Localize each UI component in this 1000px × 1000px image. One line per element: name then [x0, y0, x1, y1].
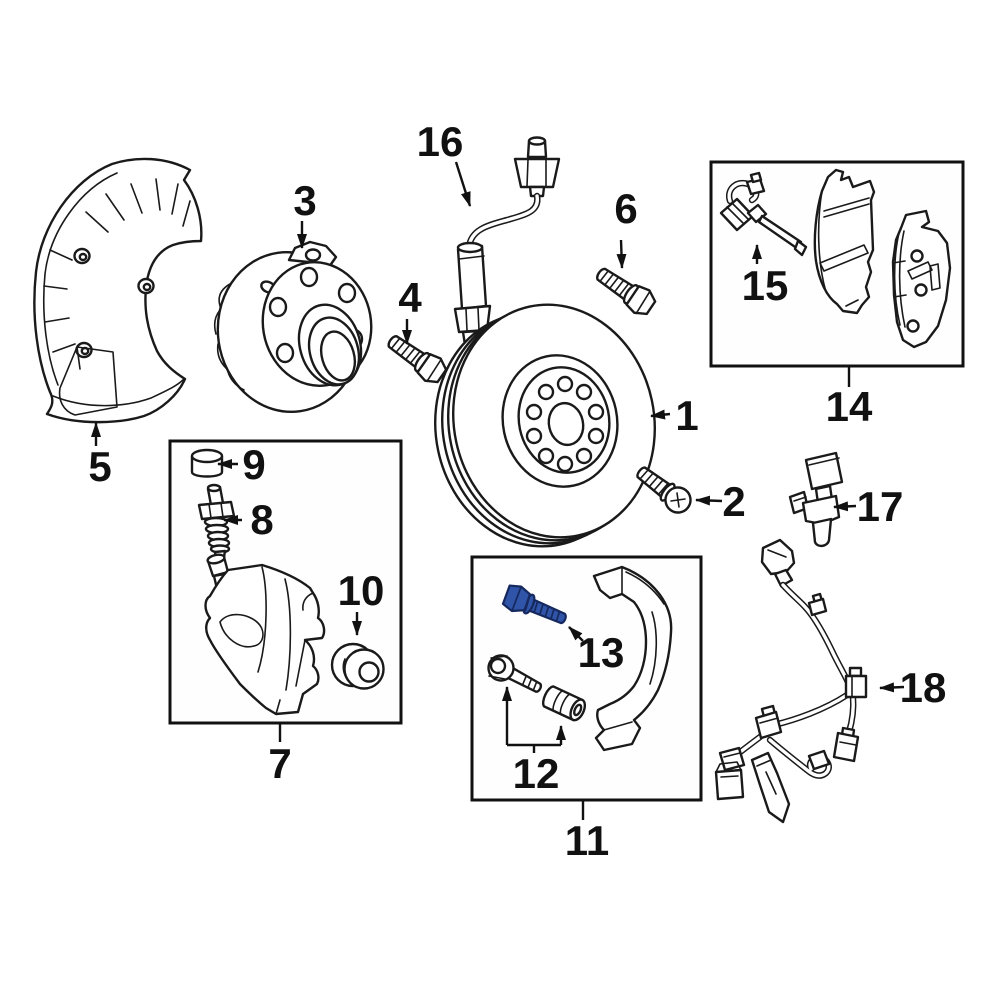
callout-14[interactable]: 14	[826, 367, 873, 430]
callout-18-arrow	[879, 682, 905, 693]
callout-8[interactable]: 8	[223, 496, 274, 543]
callout-6-label[interactable]: 6	[614, 185, 637, 232]
guide-pin-bolt-highlighted[interactable]	[501, 582, 570, 631]
rotor-bolt-holes	[525, 375, 605, 473]
caliper-bracket	[592, 565, 673, 752]
callout-11[interactable]: 11	[565, 801, 609, 864]
callout-2-arrow	[695, 495, 723, 506]
callout-13-arrow	[568, 626, 584, 642]
callout-13-label[interactable]: 13	[578, 629, 625, 676]
caliper-bushing	[330, 642, 385, 690]
splash-shield	[33, 157, 203, 424]
callout-17-label[interactable]: 17	[857, 483, 904, 530]
callout-1-label[interactable]: 1	[675, 392, 698, 439]
callout-10-label[interactable]: 10	[338, 567, 385, 614]
brake-pad-set-box	[709, 160, 965, 368]
callout-5-label[interactable]: 5	[88, 443, 111, 490]
callout-4[interactable]: 4	[398, 274, 422, 345]
harness-clip	[844, 674, 868, 699]
callout-6-arrow	[616, 239, 627, 269]
callout-10[interactable]: 10	[338, 567, 385, 636]
guide-pin	[487, 654, 543, 693]
callout-16-arrow	[454, 161, 472, 207]
hose-banjo-nut	[513, 157, 561, 189]
caliper-body	[204, 553, 326, 716]
callout-4-label[interactable]: 4	[398, 274, 422, 321]
callout-17[interactable]: 17	[833, 483, 904, 530]
rotor-center-bore	[547, 401, 585, 447]
caliper-bracket-box	[470, 555, 703, 802]
callout-15[interactable]: 15	[742, 244, 789, 309]
callout-15-label[interactable]: 15	[742, 262, 789, 309]
callout-17-arrow	[833, 501, 857, 512]
bleeder-screw	[197, 483, 236, 566]
callout-12[interactable]: 12	[502, 686, 566, 797]
callout-1[interactable]: 1	[650, 392, 699, 439]
callout-18-label[interactable]: 18	[900, 664, 947, 711]
callout-7[interactable]: 7	[268, 723, 292, 787]
callout-12-label[interactable]: 12	[513, 750, 560, 797]
harness-ribbon-tail	[750, 751, 791, 824]
pad-wear-sensor	[719, 171, 808, 257]
hose-sleeve	[456, 244, 488, 311]
caliper-box	[168, 439, 403, 725]
callout-3[interactable]: 3	[293, 177, 317, 249]
callout-16-label[interactable]: 16	[417, 118, 464, 165]
callout-18[interactable]: 18	[879, 664, 947, 711]
callout-5[interactable]: 5	[88, 422, 112, 490]
callout-11-label[interactable]: 11	[565, 817, 609, 864]
wire-harness	[714, 538, 868, 824]
hub-bolt	[381, 327, 451, 389]
callout-16[interactable]: 16	[417, 118, 472, 207]
callout-8-label[interactable]: 8	[250, 496, 273, 543]
guide-bushing	[542, 685, 587, 722]
callout-2-label[interactable]: 2	[722, 478, 745, 525]
callout-9[interactable]: 9	[217, 441, 266, 488]
brake-pad-outer	[813, 168, 876, 315]
callout-12-bracket	[507, 743, 561, 753]
rotor-set-screw	[636, 466, 692, 514]
callout-9-label[interactable]: 9	[242, 441, 265, 488]
callout-13[interactable]: 13	[568, 626, 625, 676]
hub-bearing-assembly	[213, 240, 373, 414]
abs-speed-sensor	[788, 451, 844, 548]
bleeder-cap	[190, 448, 224, 478]
callout-14-label[interactable]: 14	[826, 383, 873, 430]
callout-2[interactable]: 2	[695, 478, 746, 525]
brake-pad-inner	[891, 209, 952, 349]
callout-6[interactable]: 6	[614, 185, 638, 269]
callout-3-label[interactable]: 3	[293, 177, 316, 224]
callout-7-label[interactable]: 7	[268, 740, 291, 787]
callout-1-arrow	[650, 409, 671, 420]
caliper-bolt	[590, 260, 660, 321]
brake-rotor	[434, 303, 656, 548]
